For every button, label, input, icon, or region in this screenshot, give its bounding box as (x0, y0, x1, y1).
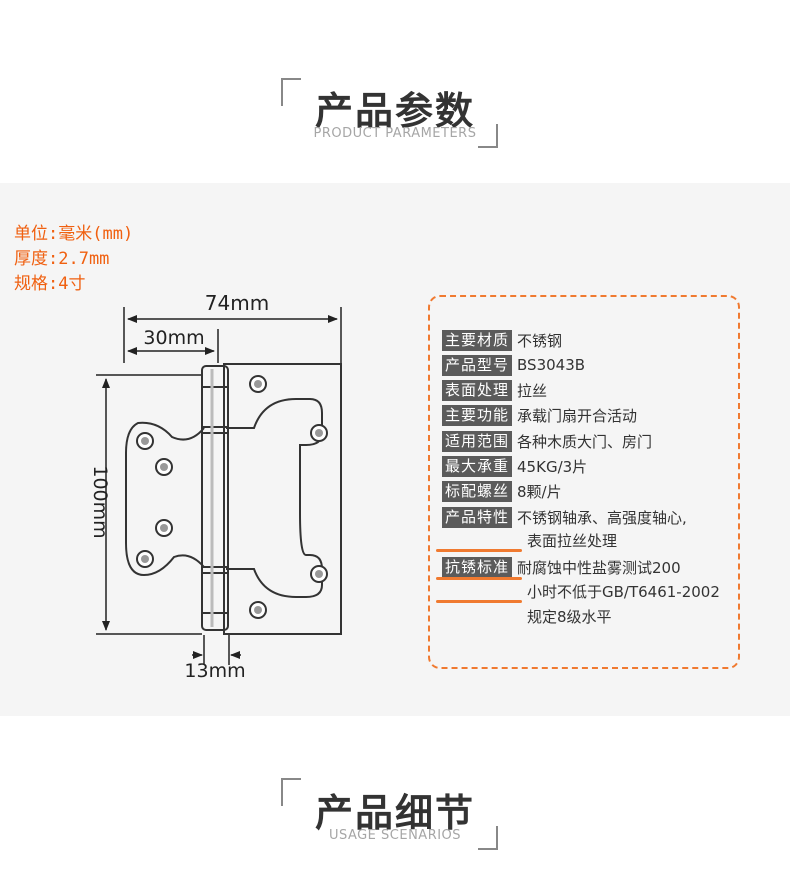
spec-row: 标配螺丝 8颗/片 (442, 480, 562, 502)
hinge-drawing (125, 363, 342, 635)
bracket-decoration (478, 826, 498, 850)
thickness-text: 厚度:2.7mm (14, 249, 110, 269)
spec-row: 产品特性 不锈钢轴承、高强度轴心, (442, 506, 687, 528)
spec-value-continued: 表面拉丝处理 (527, 532, 618, 550)
spec-label: 主要材质 (442, 329, 513, 351)
bracket-decoration (478, 124, 498, 148)
bracket-decoration (281, 78, 301, 106)
spec-value-continued: 规定8级水平 (527, 608, 612, 626)
orange-accent-line (436, 577, 522, 580)
spec-size-text: 规格:4寸 (14, 274, 86, 294)
parameter-panel: 单位:毫米(mm) 厚度:2.7mm 规格:4寸 74mm 30mm 100mm (0, 183, 790, 716)
leaf-dimension-label: 30mm (143, 327, 204, 349)
spec-label: 适用范围 (442, 430, 513, 452)
spec-value: 不锈钢轴承、高强度轴心, (517, 508, 687, 527)
spec-label: 抗锈标准 (442, 556, 513, 578)
dimension-lines (96, 307, 342, 665)
height-dimension-label: 100mm (89, 465, 111, 538)
spec-row: 主要材质 不锈钢 (442, 329, 562, 351)
spec-value: BS3043B (517, 356, 586, 374)
spec-value: 8颗/片 (517, 482, 562, 501)
spec-label: 标配螺丝 (442, 480, 513, 502)
spec-label: 产品特性 (442, 506, 513, 528)
spec-row: 表面处理 拉丝 (442, 379, 547, 401)
screw-holes (136, 375, 328, 619)
section-subtitle: USAGE SCENARIOS (328, 828, 462, 843)
spec-label: 表面处理 (442, 379, 513, 401)
section-header-parameters: 产品参数 PRODUCT PARAMETERS (0, 70, 790, 160)
spec-row: 抗锈标准 耐腐蚀中性盐雾测试200 (442, 556, 681, 578)
spec-value: 耐腐蚀中性盐雾测试200 (517, 558, 681, 577)
spec-row: 最大承重 45KG/3片 (442, 455, 587, 477)
spec-label: 主要功能 (442, 404, 513, 426)
section-header-details: 产品细节 USAGE SCENARIOS (0, 770, 790, 860)
section-title: 产品参数 (314, 89, 475, 133)
spec-value-continued: 小时不低于GB/T6461-2002 (527, 583, 720, 601)
spec-row: 产品型号 BS3043B (442, 354, 585, 376)
section-subtitle: PRODUCT PARAMETERS (313, 126, 477, 141)
spec-value: 拉丝 (517, 381, 548, 400)
hinge-dimension-diagram: 74mm 30mm 100mm 13mm (89, 291, 342, 682)
spec-value: 各种木质大门、房门 (517, 432, 653, 451)
spec-label: 最大承重 (442, 455, 513, 477)
spec-row: 适用范围 各种木质大门、房门 (442, 430, 652, 452)
spec-value: 承载门扇开合活动 (517, 406, 638, 425)
orange-accent-line (436, 549, 522, 552)
width-dimension-label: 74mm (205, 291, 269, 315)
spec-value: 不锈钢 (517, 331, 563, 350)
orange-accent-line (436, 600, 522, 603)
section-title: 产品细节 (314, 791, 475, 835)
bracket-decoration (281, 778, 301, 806)
specification-box: 主要材质 不锈钢 产品型号 BS3043B 表面处理 拉丝 主要功能 承载门扇开… (428, 295, 740, 669)
spec-value: 45KG/3片 (517, 457, 588, 476)
spec-label: 产品型号 (442, 354, 513, 376)
knuckle-dimension-label: 13mm (184, 660, 245, 682)
unit-text: 单位:毫米(mm) (14, 224, 134, 244)
spec-row: 主要功能 承载门扇开合活动 (442, 404, 637, 426)
